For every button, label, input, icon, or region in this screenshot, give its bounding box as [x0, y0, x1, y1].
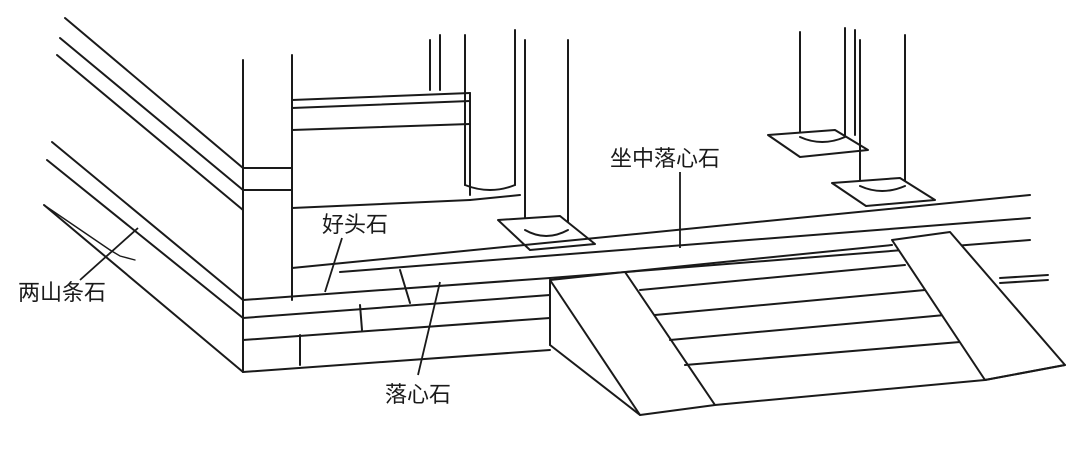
label-liangshan: 两山条石 — [18, 281, 106, 306]
leader-luoxin — [417, 281, 441, 376]
middle-columns — [464, 29, 596, 251]
side-rail — [43, 204, 136, 261]
right-columns — [767, 27, 936, 207]
leader-haotou — [324, 237, 343, 293]
label-haotou: 好头石 — [322, 213, 388, 238]
label-luoxin: 落心石 — [385, 383, 451, 408]
gable-wall — [43, 17, 244, 373]
leader-liangshan — [79, 227, 139, 281]
label-zuozhong: 坐中落心石 — [610, 147, 720, 172]
front-stones — [242, 269, 551, 373]
corner-pillar — [242, 54, 293, 301]
window-panel — [291, 34, 471, 209]
stairs — [549, 231, 1066, 416]
